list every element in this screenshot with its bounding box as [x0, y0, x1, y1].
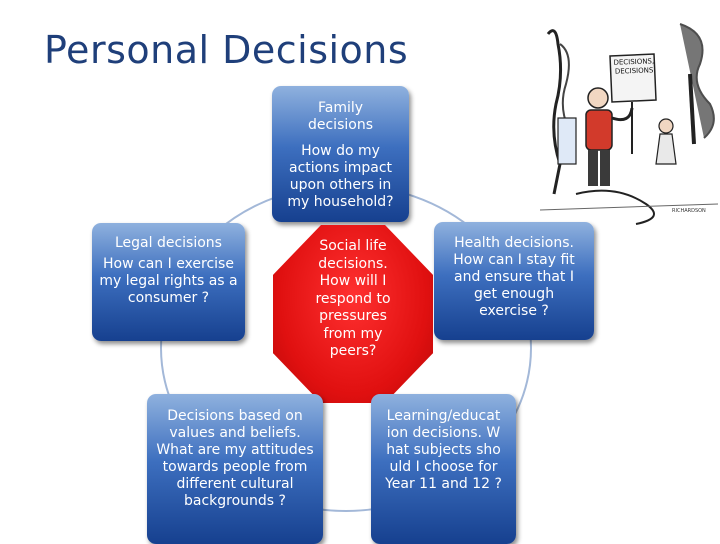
cartoon-sign-text: DECISIONS, DECISIONS — [613, 57, 655, 76]
family-question: How do my actions impact upon others in … — [287, 143, 394, 210]
cartoon-illustration — [540, 14, 718, 226]
health-decisions-box: Health decisions. How can I stay fit and… — [434, 222, 594, 340]
cartoon-signature: RICHARDSON — [672, 208, 706, 214]
legal-heading: Legal decisions — [115, 235, 222, 251]
values-decisions-box: Decisions based on values and beliefs. W… — [147, 394, 323, 544]
social-life-decisions-octagon: Social life decisions. How will I respon… — [273, 225, 433, 403]
family-decisions-box: Family decisions How do my actions impac… — [272, 86, 409, 222]
values-text: Decisions based on values and beliefs. W… — [156, 408, 314, 509]
family-heading: Family decisions — [307, 100, 373, 133]
page-title: Personal Decisions — [44, 28, 409, 72]
social-text: Social life decisions. How will I respon… — [315, 238, 391, 359]
legal-question: How can I exercise my legal rights as a … — [99, 256, 238, 306]
health-text: Health decisions. How can I stay fit and… — [453, 235, 575, 319]
learning-decisions-box: Learning/education decisions. What subje… — [371, 394, 516, 544]
legal-decisions-box: Legal decisions How can I exercise my le… — [92, 223, 245, 341]
learning-text: Learning/education decisions. What subje… — [385, 408, 502, 492]
